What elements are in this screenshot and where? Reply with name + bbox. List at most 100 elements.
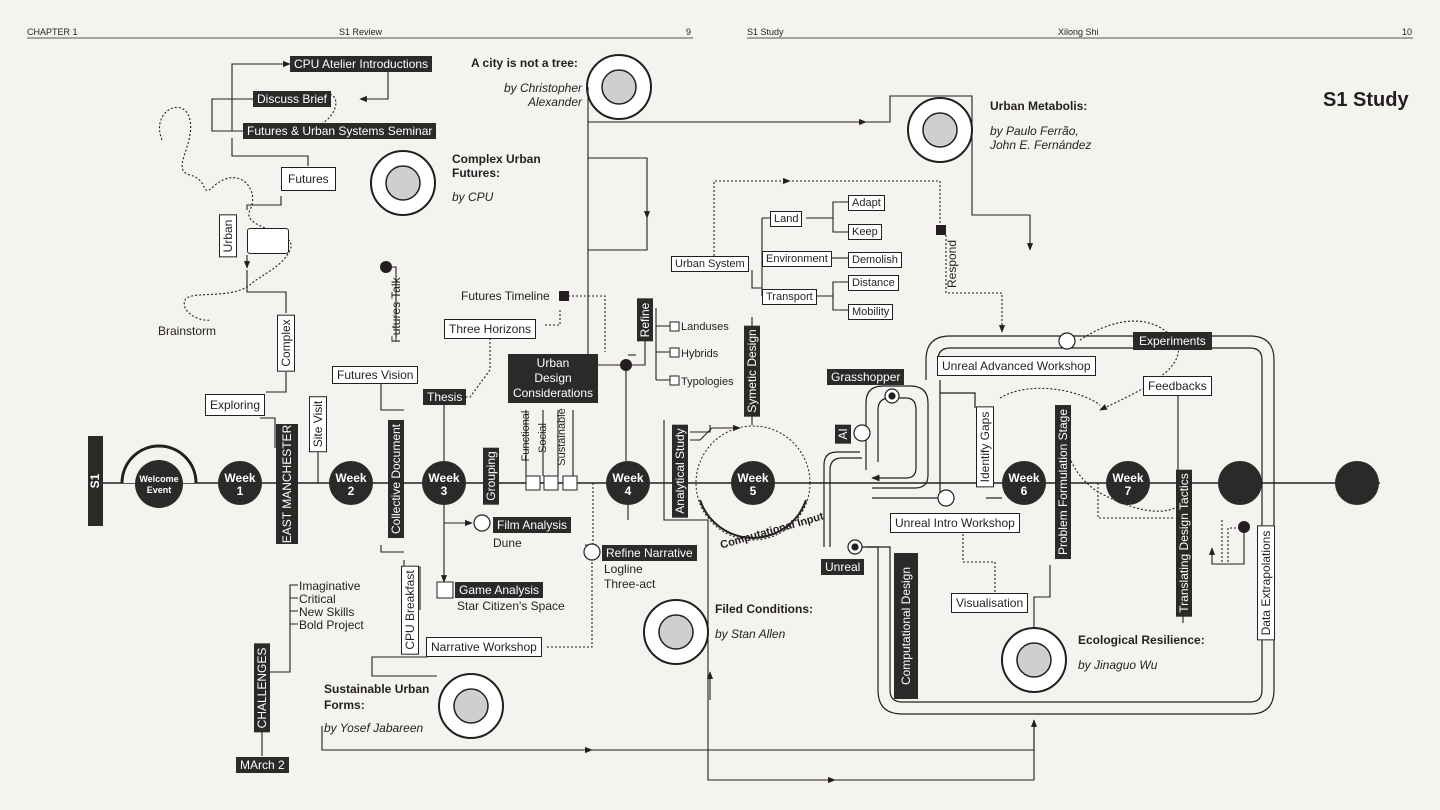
cpu-breakfast-box: CPU Breakfast (401, 565, 419, 655)
identify-gaps-box: Identify Gaps (976, 406, 994, 488)
collective-document-box: Collective Document (388, 419, 404, 539)
ecological-title: Ecological Resilience: (1078, 633, 1205, 647)
three-act-label: Three-act (604, 577, 656, 591)
challenges-list: Imaginative Critical New Skills Bold Pro… (299, 579, 364, 632)
data-extrapolations-box: Data Extrapolations (1257, 525, 1275, 641)
welcome-event-node (135, 460, 183, 508)
header-right-page: 10 (1402, 27, 1413, 37)
feedbacks-box: Feedbacks (1143, 376, 1212, 396)
week-2-node (329, 461, 373, 505)
urban-metabolis-title: Urban Metabolis: (990, 99, 1088, 113)
futures-vision-box: Futures Vision (332, 366, 419, 384)
week-6-node (1002, 461, 1046, 505)
symetic-design-box: Symetic Design (744, 325, 760, 417)
s1-label: S1 (88, 473, 102, 489)
unreal-intro-box: Unreal Intro Workshop (890, 513, 1020, 533)
sustainable-forms-author: by Yosef Jabareen (324, 721, 424, 735)
social-label: Social (537, 423, 549, 453)
week-9-node (1335, 461, 1379, 505)
ai-box: AI (835, 424, 851, 444)
header-author: Xilong Shi (1058, 27, 1099, 37)
week-5-node (731, 461, 775, 505)
ecological-author: by Jinaguo Wu (1078, 658, 1158, 672)
narrative-workshop-box: Narrative Workshop (426, 637, 542, 657)
dune-label: Dune (493, 536, 522, 550)
translating-box: Translating Design Tactics (1176, 469, 1192, 617)
grouping-box: Grouping (483, 447, 499, 505)
urban-metabolis-author: by Paulo Ferrão,John E. Fernández (990, 124, 1092, 152)
grasshopper-box: Grasshopper (827, 369, 905, 385)
film-analysis-box: Film Analysis (493, 517, 572, 533)
week-3-node (422, 461, 466, 505)
week-7-node (1106, 461, 1150, 505)
week-8-node (1218, 461, 1262, 505)
week-1-node (218, 461, 262, 505)
header-left-page: 9 (686, 27, 692, 37)
three-horizons-box: Three Horizons (444, 319, 537, 339)
futures-box: Futures (281, 167, 336, 191)
analytical-study-box: Analytical Study (672, 424, 688, 518)
march2-box: MArch 2 (236, 757, 289, 773)
visualisation-box: Visualisation (951, 593, 1029, 613)
futures-timeline-label: Futures Timeline (461, 289, 550, 303)
exploring-box: Exploring (205, 394, 266, 416)
game-analysis-box: Game Analysis (455, 582, 544, 598)
sustainable-label: Sustainable (556, 408, 568, 466)
east-manchester-box: EAST MANCHESTER (276, 424, 298, 544)
filed-conditions-author: by Stan Allen (715, 627, 786, 641)
typologies-label: Typologies (681, 376, 734, 388)
filed-conditions-title: Filed Conditions: (715, 602, 813, 616)
respond-label: Respond (945, 239, 959, 289)
demolish-box: Demolish (848, 252, 902, 268)
week-nodes (218, 425, 1379, 541)
header-left-section: S1 Review (339, 27, 383, 37)
complex-box: Complex (277, 314, 295, 372)
logline-label: Logline (604, 562, 643, 576)
header-right-section: S1 Study (747, 27, 784, 37)
complex-urban-author: by CPU (452, 190, 494, 204)
discuss-brief-box: Discuss Brief (253, 91, 332, 107)
futures-talk-label: Futures Talk (389, 277, 403, 343)
city-tree-title: A city is not a tree: (471, 56, 578, 70)
functional-label: Functional (520, 410, 532, 462)
page-title: S1 Study (1323, 89, 1409, 111)
unreal-box: Unreal (821, 559, 865, 575)
experiments-box: Experiments (1133, 332, 1212, 350)
week-4-node (606, 461, 650, 505)
refine-box: Refine (637, 298, 653, 342)
problem-formulation-box: Problem Formulation Stage (1055, 404, 1071, 560)
brainstorm-label: Brainstorm (158, 324, 217, 338)
distance-box: Distance (848, 275, 899, 291)
star-citizen-label: Star Citizen's Space (457, 599, 565, 613)
unreal-advanced-box: Unreal Advanced Workshop (937, 356, 1096, 376)
header-chapter: CHAPTER 1 (27, 27, 78, 37)
challenges-box: CHALLENGES (254, 643, 270, 733)
refine-narrative-box: Refine Narrative (602, 545, 697, 561)
computational-design-box: Computational Design (894, 553, 918, 699)
environment-box: Environment (762, 251, 832, 267)
futures-seminar-box: Futures & Urban Systems Seminar (243, 123, 437, 139)
adapt-box: Adapt (848, 195, 885, 211)
mobility-box: Mobility (848, 304, 894, 320)
urban-system-box: Urban System (671, 256, 749, 272)
hybrids-label: Hybrids (681, 348, 719, 360)
site-visit-box: Site Visit (309, 395, 327, 453)
transport-box: Transport (762, 289, 817, 305)
land-box: Land (770, 211, 803, 227)
urban-frame (247, 228, 289, 254)
cpu-atelier-box: CPU Atelier Introductions (290, 56, 433, 72)
keep-box: Keep (848, 224, 882, 240)
landuses-label: Landuses (681, 321, 729, 333)
